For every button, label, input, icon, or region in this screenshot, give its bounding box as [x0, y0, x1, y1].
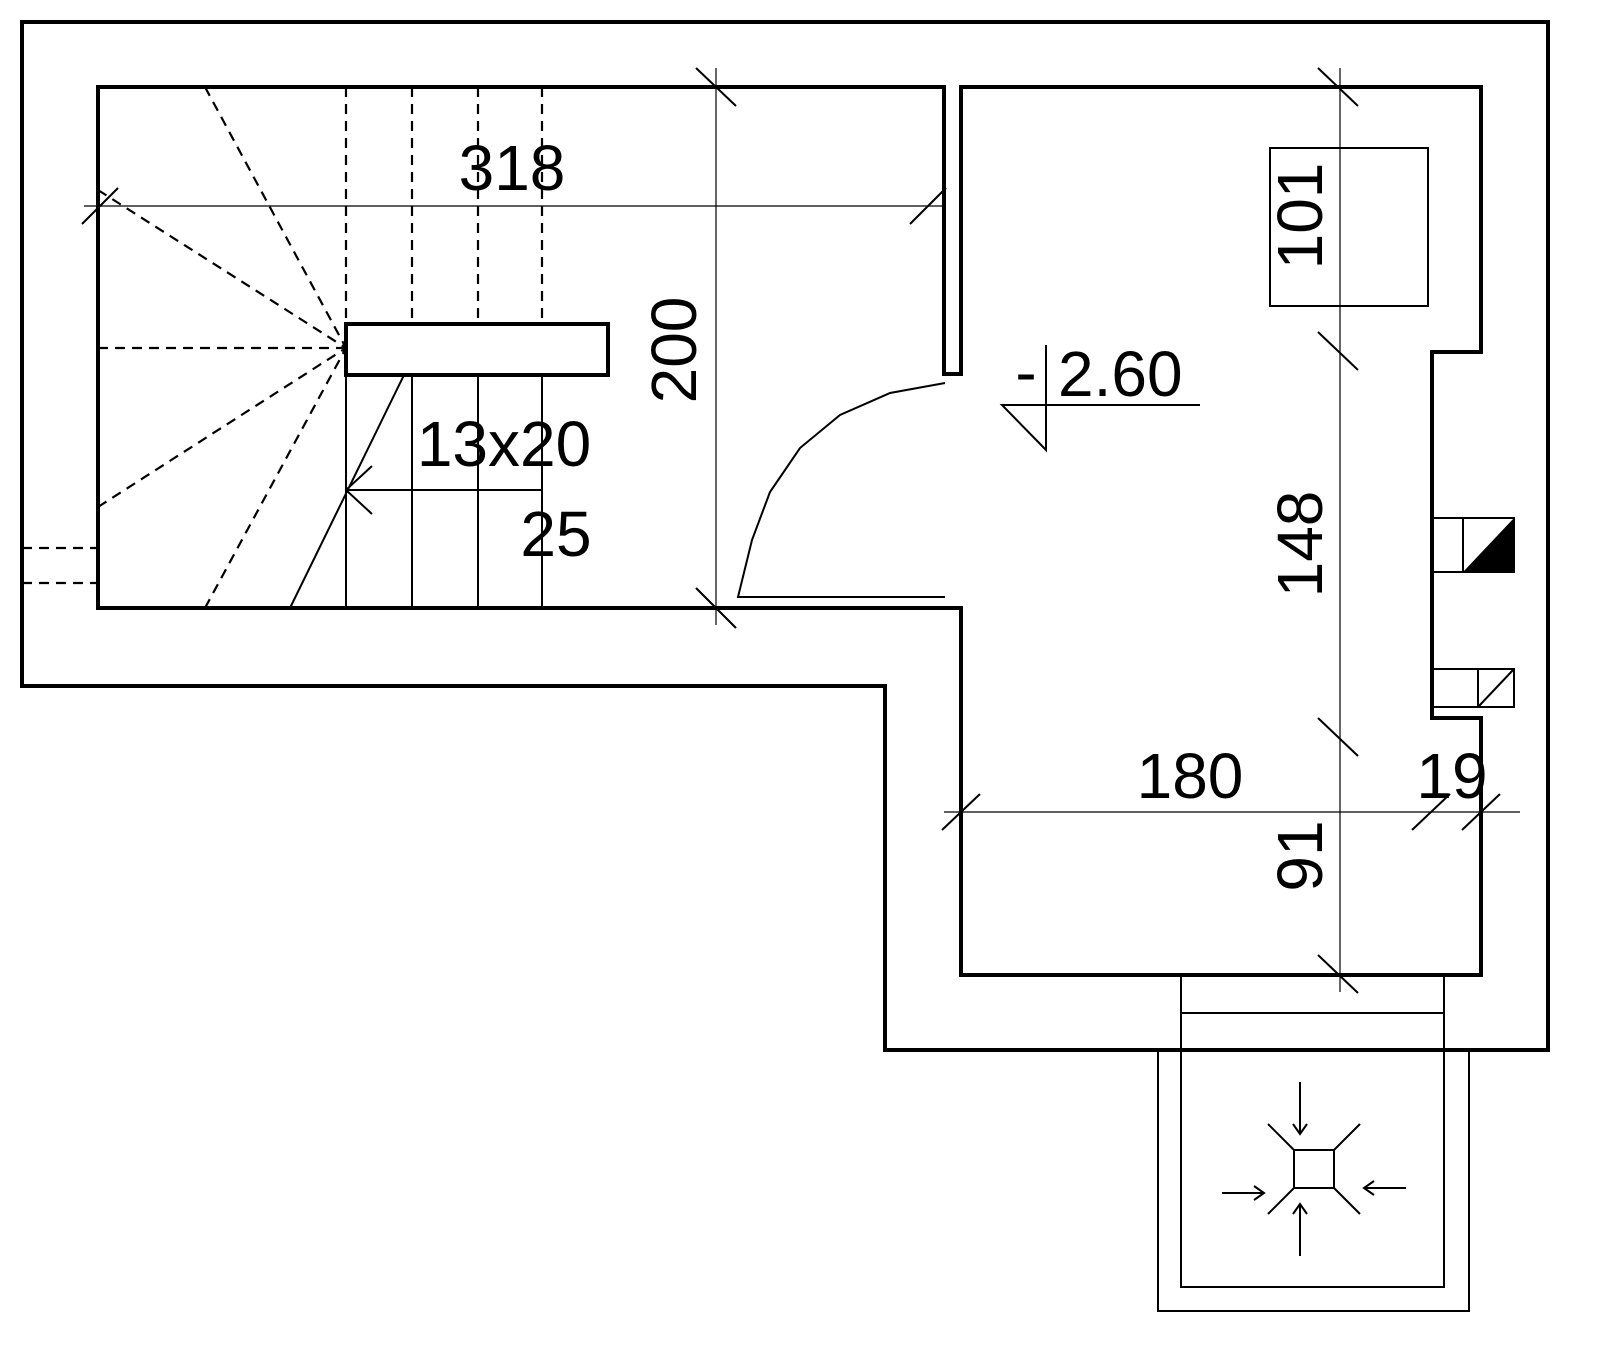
window-box: [1269, 147, 1429, 307]
outer-wall: [20, 20, 1550, 1052]
level-sign: -: [1015, 336, 1036, 408]
stair-treads: [289, 374, 543, 609]
dim-tread: 25: [520, 498, 591, 570]
stair-landing: [344, 322, 610, 377]
vent-symbol-lower: [1431, 668, 1515, 708]
dim-segment-top: 101: [1264, 163, 1336, 270]
level-marker: [999, 345, 1200, 453]
stair-room-wall: [96, 85, 1483, 977]
dim-segment-bottom: 91: [1264, 820, 1336, 891]
dim-stair-length: 200: [638, 297, 710, 404]
dim-stair-width: 318: [459, 132, 566, 204]
dim-wall-thickness: 19: [1416, 740, 1487, 812]
vent-symbol-upper: [1431, 517, 1515, 573]
dim-segment-middle: 148: [1264, 491, 1336, 598]
entrance-well: [1157, 975, 1470, 1312]
stair-dashed-lines: [22, 86, 544, 609]
drain-icon: [1222, 1082, 1406, 1256]
dimension-lines: [81, 67, 1520, 994]
dim-room-width: 180: [1137, 740, 1244, 812]
door-swing: [736, 382, 946, 598]
dim-steps: 13x20: [417, 408, 591, 480]
level-value: 2.60: [1058, 338, 1183, 410]
